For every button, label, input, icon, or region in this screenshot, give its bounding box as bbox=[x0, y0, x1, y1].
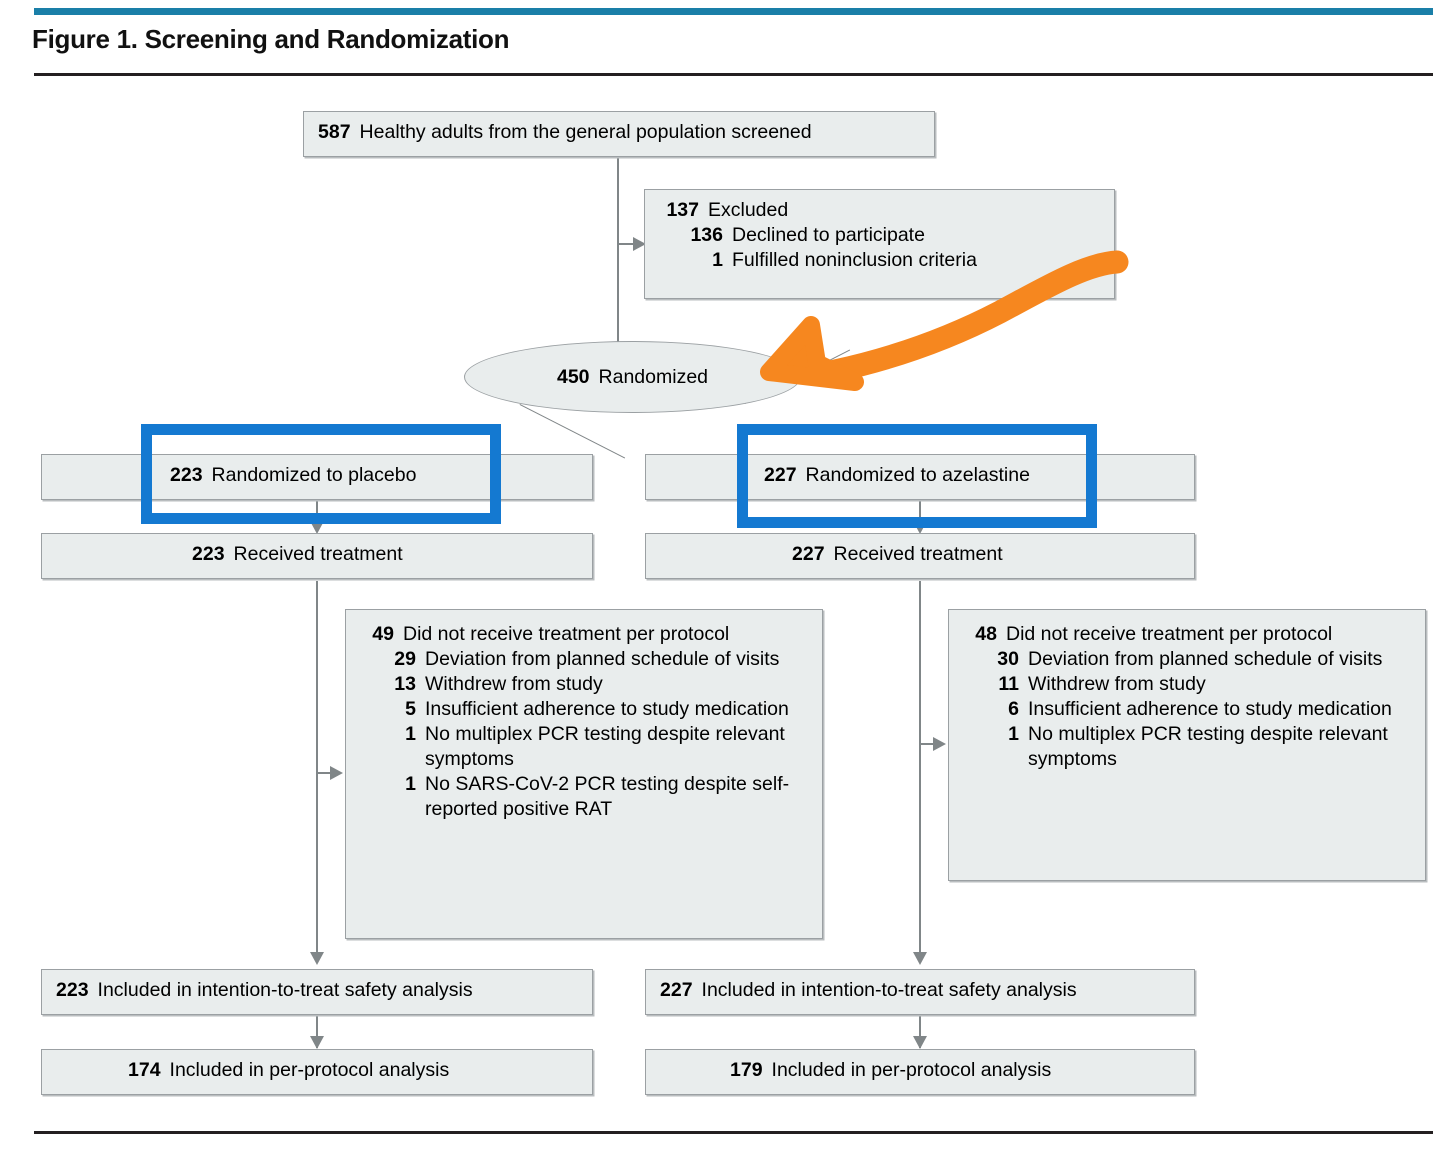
connector-to-excluded bbox=[617, 243, 643, 245]
azelastine-deviation-count: 48 bbox=[975, 623, 997, 645]
placebo-deviation-reason-count: 5 bbox=[405, 698, 416, 720]
placebo-deviation-reason-label: No multiplex PCR testing despite relevan… bbox=[425, 723, 785, 770]
node-placebo-itt: 223 Included in intention-to-treat safet… bbox=[41, 969, 593, 1015]
excluded-label: Excluded bbox=[708, 199, 789, 221]
connector-screened-to-randomized bbox=[617, 157, 619, 343]
excluded-reason-count: 136 bbox=[690, 224, 723, 246]
arrowhead-placebo-deviations bbox=[330, 766, 343, 780]
arrowhead-azelastine-pp bbox=[913, 1036, 927, 1049]
azelastine-allocated-label: Randomized to azelastine bbox=[805, 464, 1030, 486]
excluded-reason-count: 1 bbox=[712, 249, 723, 271]
excluded-reason-label: Fulfilled noninclusion criteria bbox=[732, 249, 977, 271]
connector-azelastine-alloc-to-received bbox=[919, 500, 921, 532]
node-azelastine-perprotocol: 179 Included in per-protocol analysis bbox=[645, 1049, 1195, 1095]
placebo-deviation-reason-label: Insufficient adherence to study medicati… bbox=[425, 698, 789, 720]
page-title: Figure 1. Screening and Randomization bbox=[32, 24, 510, 54]
screened-count: 587 bbox=[318, 121, 351, 143]
azelastine-deviation-reason-count: 6 bbox=[1008, 698, 1019, 720]
title-divider bbox=[34, 73, 1433, 76]
node-placebo-deviations: 49 Did not receive treatment per protoco… bbox=[345, 609, 823, 939]
azelastine-deviation-reason-label: Insufficient adherence to study medicati… bbox=[1028, 698, 1392, 720]
annotation-highlight-placebo bbox=[141, 424, 501, 524]
node-screened: 587 Healthy adults from the general popu… bbox=[303, 111, 935, 157]
screened-label: Healthy adults from the general populati… bbox=[359, 121, 812, 143]
placebo-deviation-reason-label: Deviation from planned schedule of visit… bbox=[425, 648, 780, 670]
connector-placebo-to-deviations bbox=[316, 772, 340, 774]
azelastine-itt-count: 227 bbox=[660, 979, 693, 1001]
azelastine-itt-label: Included in intention-to-treat safety an… bbox=[701, 979, 1077, 1001]
placebo-deviation-reason-label: No SARS-CoV-2 PCR testing despite self-r… bbox=[425, 773, 790, 820]
connector-azelastine-received-to-itt bbox=[919, 581, 921, 963]
node-azelastine-received: 227 Received treatment bbox=[645, 533, 1195, 579]
randomized-count: 450 bbox=[556, 365, 590, 388]
bottom-divider bbox=[34, 1131, 1433, 1134]
placebo-allocated-label: Randomized to placebo bbox=[211, 464, 417, 486]
connector-azelastine-itt-to-pp bbox=[919, 1016, 921, 1048]
azelastine-perprotocol-label: Included in per-protocol analysis bbox=[771, 1059, 1052, 1081]
connector-placebo-itt-to-pp bbox=[316, 1016, 318, 1048]
placebo-received-count: 223 bbox=[192, 543, 225, 565]
placebo-perprotocol-count: 174 bbox=[128, 1059, 161, 1081]
azelastine-deviation-reason-label: Deviation from planned schedule of visit… bbox=[1028, 648, 1383, 670]
placebo-perprotocol-label: Included in per-protocol analysis bbox=[169, 1059, 450, 1081]
placebo-deviation-reason-count: 13 bbox=[394, 673, 416, 695]
node-placebo-received: 223 Received treatment bbox=[41, 533, 593, 579]
placebo-deviation-count: 49 bbox=[372, 623, 394, 645]
placebo-deviation-reason-count: 29 bbox=[394, 648, 416, 670]
placebo-deviation-reason-count: 1 bbox=[405, 723, 416, 745]
excluded-count: 137 bbox=[666, 199, 699, 221]
excluded-reason-label: Declined to participate bbox=[732, 224, 925, 246]
arrowhead-to-excluded bbox=[633, 237, 646, 251]
arrowhead-placebo-pp bbox=[310, 1036, 324, 1049]
azelastine-deviation-reason-label: No multiplex PCR testing despite relevan… bbox=[1028, 723, 1388, 770]
node-azelastine-deviations: 48 Did not receive treatment per protoco… bbox=[948, 609, 1426, 881]
placebo-allocated-count: 223 bbox=[170, 464, 203, 486]
azelastine-received-count: 227 bbox=[792, 543, 825, 565]
azelastine-received-label: Received treatment bbox=[833, 543, 1003, 565]
node-randomized: 450 Randomized bbox=[464, 341, 801, 413]
azelastine-deviation-reason-label: Withdrew from study bbox=[1028, 673, 1206, 695]
placebo-itt-label: Included in intention-to-treat safety an… bbox=[97, 979, 473, 1001]
connector-azelastine-to-deviations bbox=[919, 743, 943, 745]
arrowhead-placebo-received bbox=[310, 521, 324, 534]
placebo-itt-count: 223 bbox=[56, 979, 89, 1001]
annotation-highlight-azelastine bbox=[737, 424, 1097, 528]
node-excluded: 137 Excluded 136 Declined to participate… bbox=[644, 189, 1115, 299]
node-placebo-allocated: 223 Randomized to placebo bbox=[41, 454, 593, 500]
node-azelastine-itt: 227 Included in intention-to-treat safet… bbox=[645, 969, 1195, 1015]
placebo-received-label: Received treatment bbox=[233, 543, 403, 565]
node-azelastine-allocated: 227 Randomized to azelastine bbox=[645, 454, 1195, 500]
placebo-deviation-label: Did not receive treatment per protocol bbox=[403, 623, 730, 645]
accent-rule bbox=[34, 8, 1433, 15]
arrowhead-azelastine-itt bbox=[913, 952, 927, 965]
arrowhead-placebo-itt bbox=[310, 952, 324, 965]
placebo-deviation-reason-label: Withdrew from study bbox=[425, 673, 603, 695]
azelastine-allocated-count: 227 bbox=[764, 464, 797, 486]
placebo-deviation-reason-count: 1 bbox=[405, 773, 416, 795]
arrowhead-azelastine-deviations bbox=[933, 737, 946, 751]
node-placebo-perprotocol: 174 Included in per-protocol analysis bbox=[41, 1049, 593, 1095]
azelastine-deviation-label: Did not receive treatment per protocol bbox=[1006, 623, 1333, 645]
azelastine-deviation-reason-count: 11 bbox=[998, 673, 1019, 695]
azelastine-deviation-reason-count: 30 bbox=[997, 648, 1019, 670]
azelastine-perprotocol-count: 179 bbox=[730, 1059, 763, 1081]
randomized-label: Randomized bbox=[598, 365, 709, 388]
azelastine-deviation-reason-count: 1 bbox=[1008, 723, 1019, 745]
